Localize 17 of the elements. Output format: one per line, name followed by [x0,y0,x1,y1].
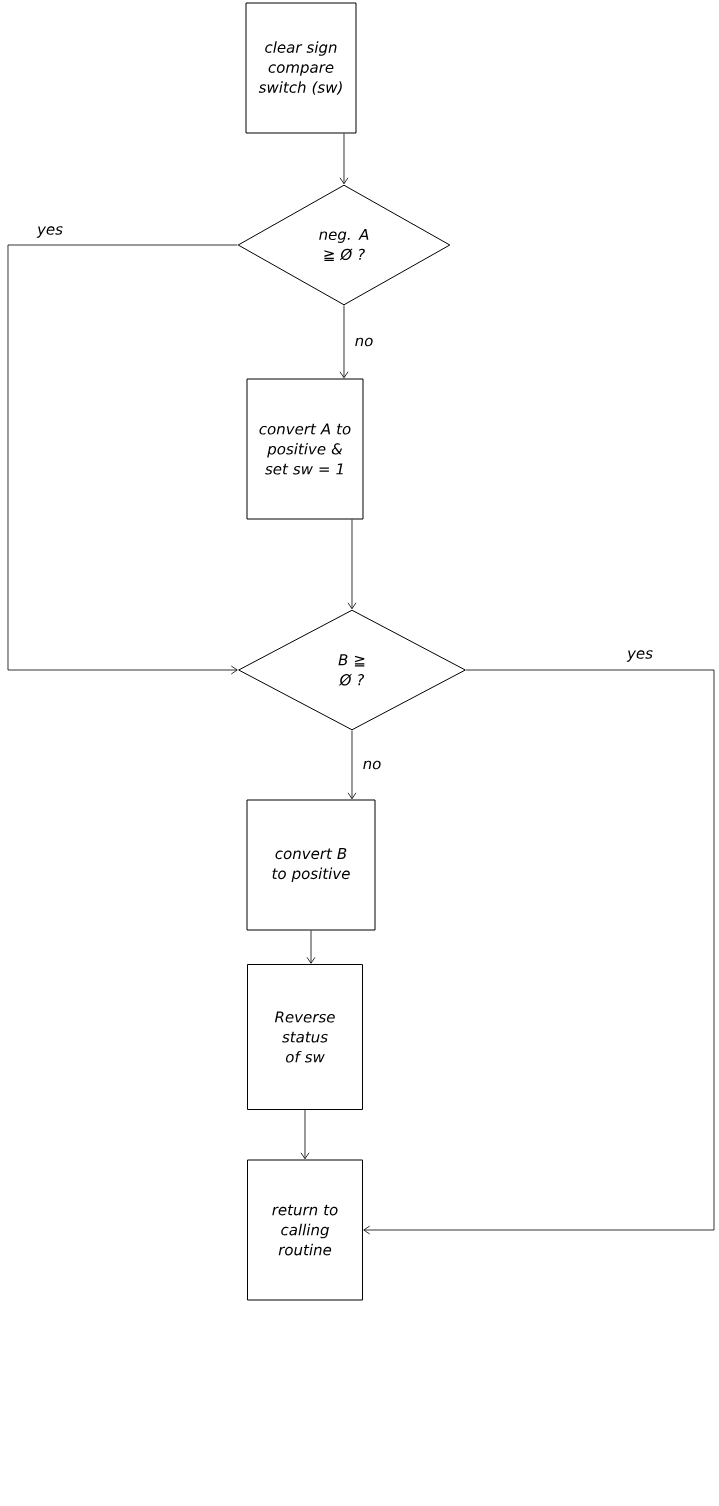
process-box: Reverse status of sw [247,964,363,1110]
arrow [339,133,349,185]
arrow [339,305,349,379]
arrow [363,669,715,1235]
process-box: convert B to positive [246,799,376,931]
arrow [347,519,357,610]
edge-label: no [361,759,383,771]
edge-label: no [353,336,375,348]
arrow [306,930,316,964]
arrow [300,1109,310,1160]
arrow [7,244,238,675]
process-box: convert A to positive & set sw = 1 [246,378,364,520]
edge-label: yes [36,225,64,239]
process-box: return to calling routine [247,1159,363,1301]
process-box: clear sign compare switch (sw) [245,2,357,134]
arrow [347,730,357,800]
edge-label: yes [626,649,654,663]
